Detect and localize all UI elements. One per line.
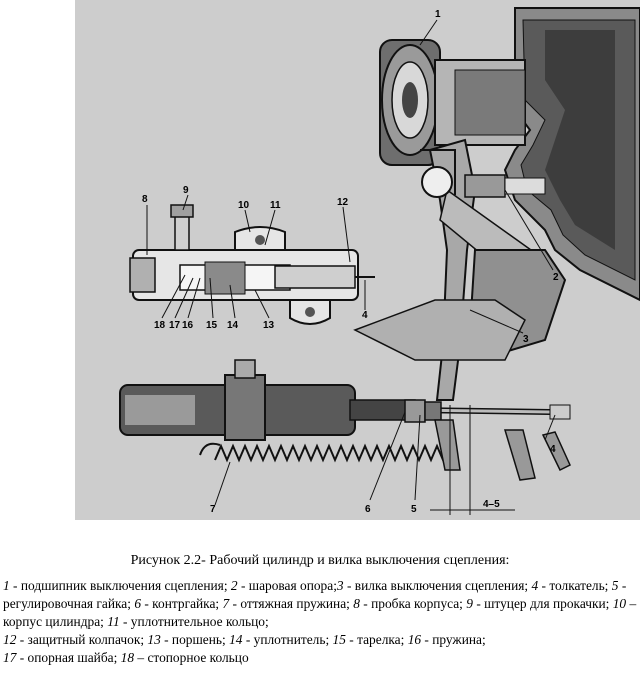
legend-item: 9 - штуцер для прокачки; — [466, 596, 613, 611]
label-1: 1 — [435, 9, 441, 20]
release-bearing — [379, 39, 526, 166]
figure-caption: Рисунок 2.2- Рабочий цилиндр и вилка вык… — [130, 553, 510, 568]
legend-item: 18 – стопорное кольцо — [120, 650, 249, 665]
label-16: 16 — [182, 320, 194, 331]
label-6: 6 — [365, 504, 371, 515]
legend-item: 5 - регулировочная гайка; — [3, 578, 627, 611]
label-14: 14 — [227, 320, 239, 331]
cylinder-assembly — [119, 359, 571, 463]
label-2: 2 — [553, 272, 559, 283]
label-5: 5 — [411, 504, 417, 515]
legend-item: 11 - уплотнительное кольцо; — [107, 614, 269, 629]
legend-item: 8 - пробка корпуса; — [353, 596, 467, 611]
legend-item: 15 - тарелка; — [332, 632, 408, 647]
legend-item: 2 - шаровая опора; — [230, 578, 337, 593]
legend-item: 4 - толкатель; — [531, 578, 612, 593]
legend-item: 14 - уплотнитель; — [229, 632, 333, 647]
legend-item: 10 – корпус цилиндра; — [3, 596, 637, 629]
label-8: 8 — [142, 194, 148, 205]
clutch-diagram: 1 2 3 4 4 5 6 7 8 9 10 11 12 13 14 15 16… — [75, 0, 640, 520]
legend-item: 17 - опорная шайба; — [3, 650, 121, 665]
label-17: 17 — [169, 320, 181, 331]
legend-item: 3 - вилка выключения сцепления; — [336, 578, 532, 593]
legend-item: 6 - контргайка; — [134, 596, 223, 611]
figure-legend: 1 - подшипник выключения сцепления; 2 - … — [3, 577, 637, 667]
release-fork — [353, 138, 567, 401]
legend-item: 16 - пружина; — [407, 632, 486, 647]
label-3: 3 — [523, 334, 529, 345]
label-4-top: 4 — [362, 310, 368, 321]
label-15: 15 — [206, 320, 218, 331]
label-13: 13 — [263, 320, 275, 331]
label-12: 12 — [337, 197, 349, 208]
legend-item: 7 - оттяжная пружина; — [222, 596, 354, 611]
legend-item: 13 - поршень; — [147, 632, 230, 647]
label-9: 9 — [183, 185, 189, 196]
dimension-label: 4–5 — [483, 499, 500, 510]
label-18: 18 — [154, 320, 166, 331]
label-11: 11 — [270, 200, 281, 211]
legend-item: 1 - подшипник выключения сцепления; — [3, 578, 231, 593]
label-10: 10 — [238, 200, 250, 211]
legend-item: 12 - защитный колпачок; — [3, 632, 148, 647]
label-4-bottom: 4 — [550, 444, 556, 455]
label-7: 7 — [210, 504, 216, 515]
